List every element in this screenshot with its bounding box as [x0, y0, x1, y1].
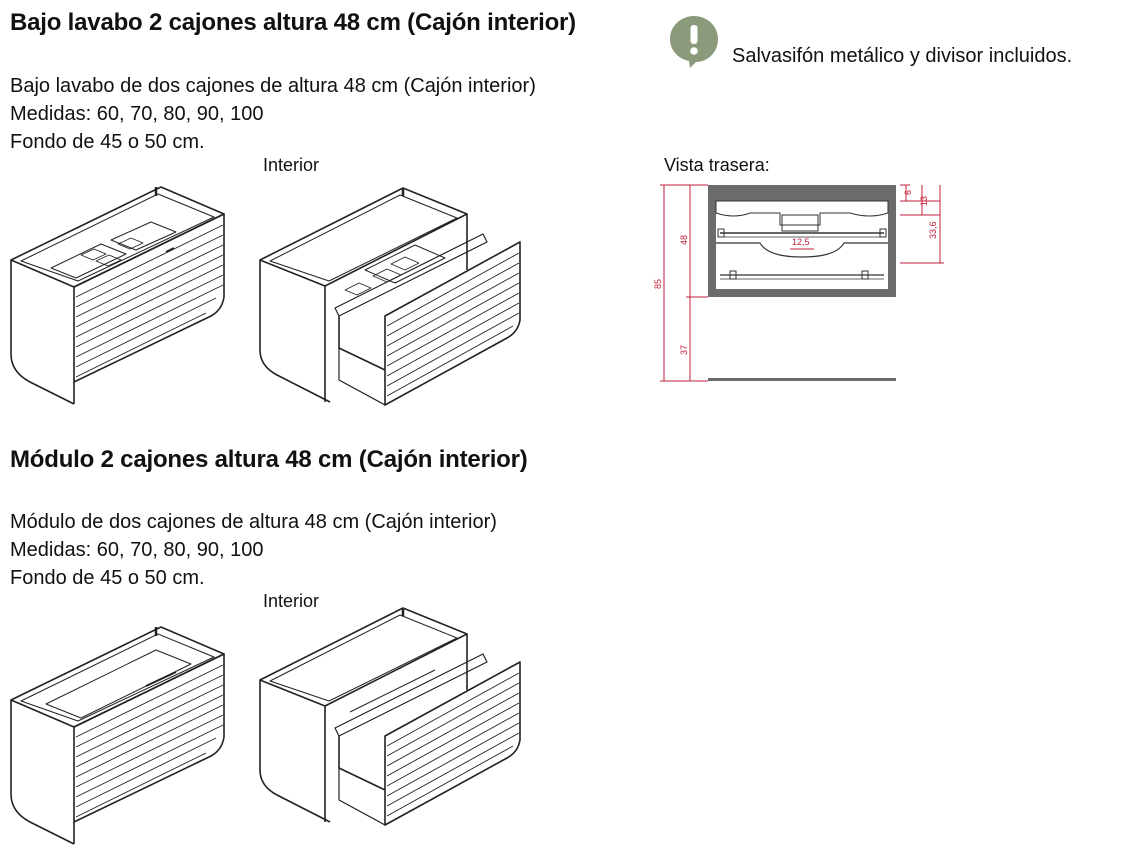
- note-text: Salvasifón metálico y divisor incluidos.: [732, 45, 1073, 67]
- description-line: Bajo lavabo de dos cajones de altura 48 …: [10, 75, 536, 97]
- section1-description: Bajo lavabo de dos cajones de altura 48 …: [10, 72, 536, 156]
- description-line: Módulo de dos cajones de altura 48 cm (C…: [10, 511, 497, 533]
- dim-6: 6: [903, 190, 913, 195]
- dim-37: 37: [679, 345, 689, 355]
- cabinet-open-drawing-2: [259, 607, 521, 826]
- dim-85: 85: [653, 279, 663, 289]
- dim-13: 13: [919, 196, 929, 206]
- rear-view-label: Vista trasera:: [664, 155, 770, 175]
- section2-title: Módulo 2 cajones altura 48 cm (Cajón int…: [10, 446, 528, 473]
- interior-label: Interior: [263, 155, 320, 175]
- dim-12-5: 12,5: [792, 237, 810, 247]
- cabinet-open-drawing-1: [259, 187, 521, 406]
- cabinet-closed-drawing-1: [10, 186, 225, 405]
- rear-view-drawing: 6 13 33,6 12,5 48 85 37: [653, 184, 944, 382]
- section1-title: Bajo lavabo 2 cajones altura 48 cm (Cajó…: [10, 9, 576, 36]
- dim-33-6: 33,6: [928, 221, 938, 239]
- description-line: Fondo de 45 o 50 cm.: [10, 131, 205, 153]
- description-line: Fondo de 45 o 50 cm.: [10, 567, 205, 589]
- exclamation-icon: [668, 14, 720, 68]
- cabinet-closed-drawing-2: [10, 626, 225, 845]
- dim-48: 48: [679, 235, 689, 245]
- description-line: Medidas: 60, 70, 80, 90, 100: [10, 539, 264, 561]
- description-line: Medidas: 60, 70, 80, 90, 100: [10, 103, 264, 125]
- section2-description: Módulo de dos cajones de altura 48 cm (C…: [10, 508, 497, 592]
- interior-label: Interior: [263, 591, 320, 611]
